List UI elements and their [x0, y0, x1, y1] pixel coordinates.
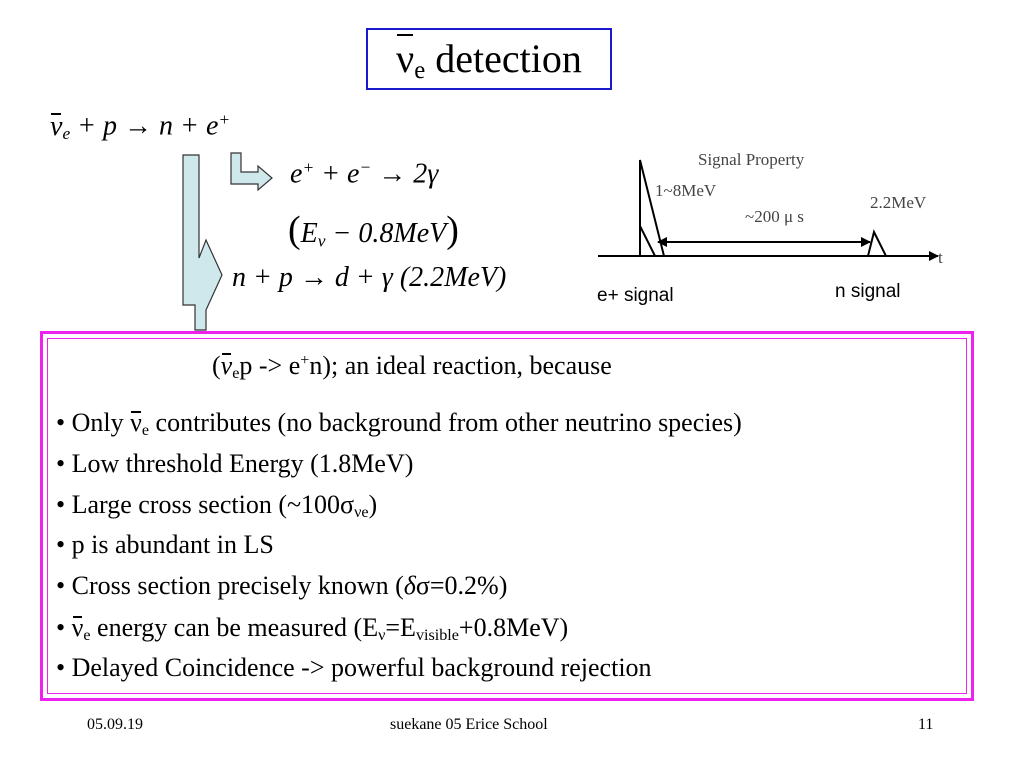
time-axis-label: t	[938, 248, 943, 267]
footer-page-number: 11	[918, 716, 934, 733]
prompt-pulse-inner	[639, 225, 656, 257]
bullet-low-threshold: • Low threshold Energy (1.8MeV)	[56, 449, 414, 478]
prompt-signal-label: e+ signal	[597, 285, 674, 306]
bullet-only-nue: • Only νe contributes (no background fro…	[56, 408, 742, 446]
energy-e: E	[300, 218, 318, 249]
b5-pre: • Cross section precisely known (	[56, 571, 404, 600]
reasons-box	[40, 331, 974, 701]
bullet-delayed-coincidence: • Delayed Coincidence -> powerful backgr…	[56, 653, 652, 682]
b5-delta: δ	[403, 571, 416, 600]
b6-nu-sub: e	[83, 627, 91, 645]
b6-pre: •	[56, 613, 72, 642]
main-equation: νe + p → n + e+	[50, 110, 230, 144]
bullet-cross-known: • Cross section precisely known (δσ=0.2%…	[56, 571, 507, 601]
box-header-rest: n); an ideal reaction, because	[309, 350, 612, 380]
bent-arrow-icon	[230, 152, 273, 192]
main-eq-nu: ν	[50, 110, 63, 142]
reasons-box-inner	[47, 338, 967, 694]
ann-b-sup: −	[359, 158, 372, 177]
b6-mid: energy can be measured (E	[90, 613, 379, 642]
energy-rest: − 0.8MeV	[325, 218, 447, 249]
box-header-mid: p -> e	[239, 350, 301, 380]
energy-e-sub: ν	[317, 231, 326, 251]
b6-eq: =E	[385, 613, 416, 642]
delayed-pulse	[867, 229, 887, 257]
box-header-open: (	[212, 350, 221, 380]
footer-date: 05.09.19	[87, 716, 143, 733]
bullet-p-abundant: • p is abundant in LS	[56, 530, 274, 559]
main-eq-rest: + p → n + e	[70, 110, 219, 142]
title-nu-sub: e	[414, 57, 426, 85]
bullet-cross-section: • Large cross section (~100σνe)	[56, 490, 377, 528]
ann-a: e	[290, 158, 303, 190]
ann-a-sup: +	[302, 158, 315, 177]
bullet-energy-measured: • νe energy can be measured (Eν=Evisible…	[56, 613, 568, 651]
b3-post: )	[368, 490, 378, 519]
ann-c: → 2γ	[371, 158, 439, 190]
prompt-pulse-outer	[639, 159, 665, 257]
energy-close: )	[446, 209, 459, 251]
ann-b: + e	[314, 158, 360, 190]
box-header-nu: ν	[220, 350, 233, 380]
b1-post: contributes (no background from other ne…	[149, 408, 742, 437]
signal-property-title: Signal Property	[698, 150, 805, 169]
b3-sub: νe	[354, 504, 369, 522]
box-header: (νep -> e+n); an ideal reaction, because	[212, 346, 612, 389]
main-eq-nu-sub: e	[62, 123, 71, 143]
slide-title: νe detection	[366, 28, 612, 90]
box-header-sup: +	[300, 352, 310, 369]
energy-relation: (Eν − 0.8MeV)	[288, 208, 459, 252]
b6-s1: ν	[378, 627, 386, 645]
title-nu: ν	[396, 30, 414, 88]
box-header-nu-sub: e	[232, 364, 240, 382]
delayed-energy-label: 2.2MeV	[870, 193, 927, 212]
energy-open: (	[288, 209, 301, 251]
b1-nu: ν	[130, 408, 142, 437]
b6-nu: ν	[71, 613, 84, 642]
prompt-energy-label: 1~8MeV	[655, 181, 717, 200]
annihilation-equation: e+ + e− → 2γ	[290, 158, 438, 191]
main-eq-sup: +	[218, 110, 231, 129]
b3-pre: • Large cross section (~100σ	[56, 490, 355, 519]
delayed-signal-label: n signal	[835, 281, 901, 302]
down-arrow-icon	[182, 154, 223, 331]
b6-s2: visible	[415, 627, 459, 645]
b6-post: +0.8MeV)	[458, 613, 569, 642]
capture-equation: n + p → d + γ (2.2MeV)	[232, 262, 507, 293]
b1-nu-sub: e	[141, 422, 150, 440]
footer-center: suekane 05 Erice School	[390, 716, 548, 733]
delay-label: ~200 μ s	[745, 207, 804, 226]
b5-post: σ=0.2%)	[415, 571, 508, 600]
b1-pre: • Only	[56, 408, 131, 437]
title-text: detection	[425, 36, 582, 81]
